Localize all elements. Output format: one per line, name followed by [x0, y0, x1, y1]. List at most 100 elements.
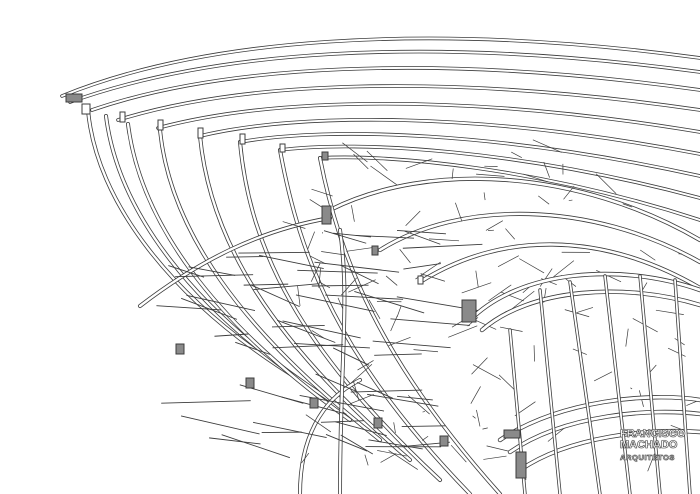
- brace-114: [553, 260, 575, 278]
- brace-21: [511, 151, 522, 159]
- lower-brace-16: [238, 251, 310, 254]
- lower-brace-48: [374, 353, 422, 356]
- brace-1: [472, 318, 497, 330]
- brace-62: [505, 228, 515, 240]
- curved-beam-6: [198, 117, 700, 156]
- curved-beam-8: [278, 144, 700, 200]
- lower-brace-20: [314, 261, 400, 273]
- lower-brace-58: [403, 263, 441, 270]
- brace-68: [667, 347, 686, 357]
- brace-9: [364, 454, 369, 466]
- brace-43: [483, 455, 507, 460]
- lower-brace-40: [402, 243, 483, 249]
- connector-plate-12: [461, 299, 477, 323]
- rib-1: [86, 108, 302, 382]
- brace-40: [475, 270, 479, 287]
- inner-ring-beam-4: [507, 409, 700, 455]
- brace-18: [405, 210, 421, 226]
- brace-115: [353, 153, 369, 170]
- brace-74: [450, 444, 467, 463]
- brace-99: [337, 297, 344, 309]
- connector-plate-16: [373, 417, 383, 429]
- lower-brace-28: [354, 290, 425, 314]
- brace-83: [523, 173, 548, 183]
- radial-rib-5: [638, 274, 662, 494]
- lower-brace-55: [311, 284, 369, 287]
- brace-92: [486, 445, 512, 453]
- lower-brace-30: [180, 415, 260, 435]
- brace-12: [393, 422, 396, 433]
- brace-5: [568, 199, 573, 201]
- rib-11: [338, 228, 347, 494]
- inner-ring-beam-2-fill: [480, 290, 700, 332]
- vertical-ribs: [86, 108, 502, 494]
- brace-54: [421, 435, 429, 441]
- brace-7: [348, 279, 376, 293]
- curved-beam-1: [60, 36, 700, 98]
- brace-110: [413, 349, 439, 353]
- inner-ring-beam-5-fill: [518, 429, 700, 472]
- rib-11-fill: [338, 228, 346, 494]
- connector-plate-3: [119, 111, 126, 123]
- brace-67: [399, 249, 411, 264]
- brace-120: [311, 330, 325, 339]
- curved-beam-9-fill: [319, 156, 700, 221]
- brace-60: [455, 202, 463, 222]
- rib-9-fill: [138, 216, 332, 308]
- lower-brace-22: [315, 373, 358, 393]
- brace-75: [476, 409, 481, 427]
- curved-beam-5-fill: [157, 102, 700, 133]
- curved-beam-7-fill: [239, 132, 700, 177]
- lower-brace-25: [253, 421, 327, 438]
- rib-8: [318, 156, 502, 494]
- radial-rib-6-fill: [674, 279, 691, 494]
- radial-rib-4-fill: [604, 275, 631, 494]
- lower-brace-29: [175, 274, 254, 278]
- lower-brace-31: [272, 344, 344, 349]
- inner-ring-beam-2: [479, 289, 700, 333]
- radial-rib-2: [538, 288, 562, 494]
- lower-brace-41: [258, 254, 324, 269]
- brace-39: [346, 246, 375, 252]
- brace-93: [311, 188, 333, 197]
- rib-8-outline: [318, 156, 502, 494]
- lower-brace-38: [209, 437, 261, 445]
- lower-brace-12: [161, 400, 251, 404]
- lower-brace-23: [335, 421, 387, 437]
- lower-brace-52: [297, 269, 378, 274]
- lower-brace-17: [168, 265, 205, 278]
- architect-logo: FRANCISCO MACHADO ARQUITETOS: [620, 428, 688, 463]
- brace-28: [547, 427, 565, 442]
- brace-90: [282, 221, 306, 229]
- inner-ring-structure: [467, 271, 700, 494]
- lower-brace-39: [320, 420, 364, 423]
- curved-beam-2-fill: [69, 50, 700, 103]
- lower-brace-45: [221, 434, 291, 459]
- lower-brace-49: [186, 294, 256, 312]
- brace-117: [388, 450, 418, 470]
- brace-113: [380, 453, 397, 463]
- curved-beam-9: [318, 155, 700, 222]
- brace-101: [341, 277, 357, 296]
- lower-brace-26: [404, 230, 441, 245]
- lower-brace-33: [323, 230, 367, 244]
- curved-beam-8-fill: [279, 145, 700, 199]
- curved-beam-6-fill: [199, 118, 700, 155]
- lower-brace-47: [156, 305, 222, 311]
- logo-line-2: MACHADO: [620, 439, 678, 451]
- brace-73: [519, 258, 545, 274]
- brace-46: [476, 173, 505, 177]
- lower-brace-19: [368, 439, 423, 450]
- rib-4-fill: [158, 128, 382, 442]
- brace-102: [429, 238, 460, 242]
- lower-brace-46: [325, 434, 368, 452]
- brace-78: [625, 328, 629, 347]
- curved-beam-12-fill: [418, 243, 700, 290]
- lower-brace-21: [214, 333, 249, 337]
- lower-brace-14: [243, 283, 289, 286]
- lower-brace-10: [295, 294, 375, 312]
- brace-79: [483, 192, 486, 201]
- brace-95: [422, 411, 426, 413]
- brace-38: [305, 414, 332, 433]
- brace-80: [396, 305, 402, 318]
